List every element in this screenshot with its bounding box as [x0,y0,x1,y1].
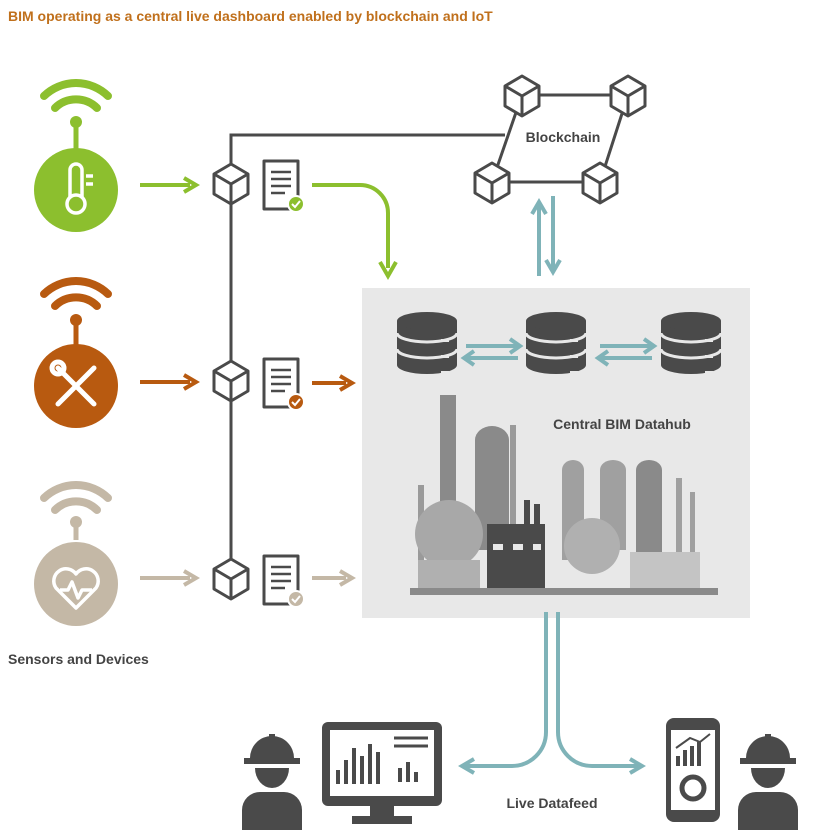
trunk-connector [229,133,505,578]
database-icon [659,310,723,376]
industrial-plant-icon [410,395,718,595]
record-verified-orange [262,357,305,411]
monitor-chart-icon [322,722,442,824]
blockchain-node-icon [609,74,647,118]
heart-pulse-icon [52,567,100,610]
blockchain-node-icon [473,161,511,205]
datahub-label: Central BIM Datahub [553,416,691,432]
thermometer-icon [65,162,93,215]
sensor-maintenance [34,281,118,428]
blockchain-node-icon [503,74,541,118]
ledger-node-icon [212,557,250,601]
database-icon [395,310,459,376]
datafeed-label: Live Datafeed [506,795,597,811]
diagram-title: BIM operating as a central live dashboar… [8,8,493,24]
record-verified-green [262,159,305,213]
database-sync-arrows [460,337,658,367]
record-verified-beige [262,554,305,608]
blockchain-label: Blockchain [526,129,601,145]
blockchain-network: Blockchain [473,74,647,205]
smartphone-chart-icon [666,718,720,822]
blockchain-node-icon [581,161,619,205]
sensor-thermometer [34,83,118,232]
blockchain-hub-sync-arrows [530,196,562,276]
record-to-hub-arrows [312,183,398,587]
sensors-label: Sensors and Devices [8,651,149,667]
worker-helmet-icon [738,734,798,830]
sensor-health [34,485,118,626]
ledger-node-icon [212,162,250,206]
worker-helmet-icon [242,734,302,830]
database-icon [524,310,588,376]
ledger-node-icon [212,359,250,403]
wrench-screwdriver-icon [49,359,97,407]
live-datafeed-arrows [458,612,646,775]
sensor-arrows [140,176,200,587]
